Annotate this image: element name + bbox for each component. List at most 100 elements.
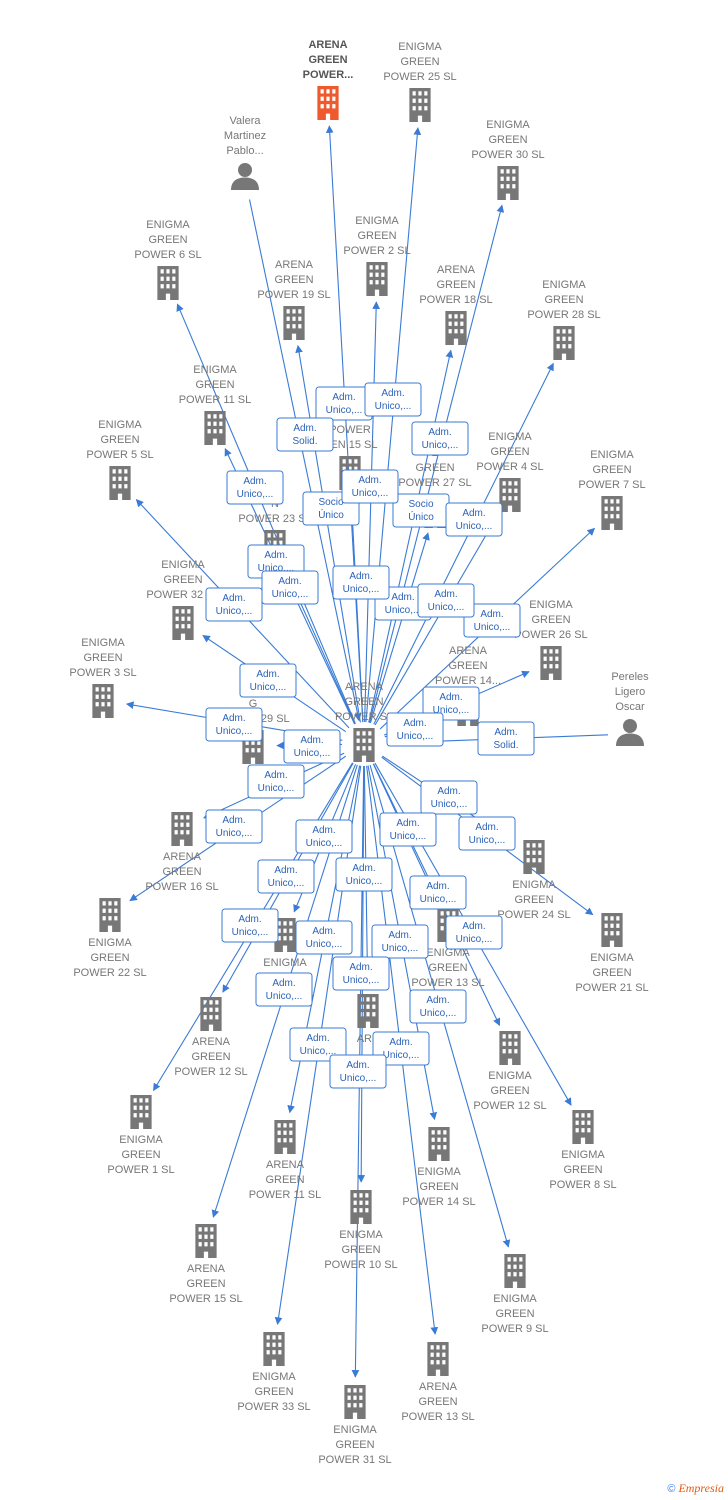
edge-label-arena-power-enigma24[interactable]: Adm.Unico,... [205,809,263,844]
node-valera[interactable]: ValeraMartinezPablo... [224,115,266,190]
node-label: GREEN [191,1051,230,1063]
edge-label-box [411,421,469,456]
node-arena-power-top[interactable]: ARENAGREENPOWER... [303,39,354,120]
edge-label-arena-power-enigma31[interactable]: Adm.Unico,... [329,1054,387,1089]
building-icon [499,1031,521,1065]
edge-label-text: Adm. [222,815,245,826]
edge-label-arena-power-enigma8[interactable]: Adm.Unico,... [295,920,353,955]
edge-label-arena-power-arena18[interactable]: Adm.Unico,... [445,502,503,537]
edge-label-arena-power-arena-mid[interactable]: Adm.Unico,... [221,908,279,943]
edge-label-box [247,764,305,799]
edge-label-arena-power-enigma6[interactable]: Adm.Unico,... [226,470,284,505]
node-label: POWER 12 SL [174,1066,247,1078]
edge-label-arena-power-enigma7[interactable]: Adm.Unico,... [239,663,297,698]
edge-label-arena-power-enigma26[interactable]: Adm.Unico,... [422,686,480,721]
edge-label-arena-power-enigma25[interactable]: Adm.Unico,... [364,382,422,417]
footer-brand[interactable]: ©Empresia [667,1481,724,1496]
edge-label-text: Adm. [256,669,279,680]
edge-label-arena-power-enigma9[interactable]: Adm.Unico,... [332,956,390,991]
edge-label-arena-power-enigma32[interactable]: Adm.Unico,... [205,707,263,742]
node-label: GREEN [83,652,122,664]
building-icon [317,86,339,120]
edge-label-arena-power-enigma28[interactable]: Adm.Unico,... [463,603,521,638]
edge-label-arena-power-enigma33[interactable]: Adm.Unico,... [289,1027,347,1062]
edge-label-text: Unico,... [456,934,493,945]
building-icon [99,898,121,932]
edge-label-arena-power-enigma3[interactable]: Adm.Unico,... [261,570,319,605]
edge-label-box [261,570,319,605]
edge-label-arena-power-enigma1[interactable]: Adm.Unico,... [295,819,353,854]
edge-label-arena-power-green15[interactable]: Adm.Unico,... [205,587,263,622]
edge-label-arena-power-enigma12[interactable]: Adm.Unico,... [379,812,437,847]
edge-label-valera-arena-power[interactable]: Adm.Solid. [276,417,334,452]
building-icon [553,326,575,360]
edge-label-arena-power-enigma14[interactable]: Adm.Unico,... [409,875,467,910]
node-label: GREEN [415,462,454,474]
edge-label-arena-power-arena-power-top[interactable]: Adm.Unico,... [315,386,373,421]
edge-label-arena-power-enigma27[interactable]: Adm.Unico,... [417,583,475,618]
edge-label-arena-power-enigma10[interactable]: Adm.Unico,... [335,857,393,892]
edge-label-pereles-arena-power[interactable]: Adm.Solid. [477,721,535,756]
edge-label-text: Unico,... [422,440,459,451]
edge-label-box [417,583,475,618]
edge-label-text: Unico,... [433,705,470,716]
edge-label-arena-power-power23[interactable]: Adm.Unico,... [332,565,390,600]
edge-label-arena-power-arena11[interactable]: Adm.Unico,... [255,972,313,1007]
building-icon [357,994,379,1028]
edge-label-arena-power-enigma21[interactable]: Adm.Unico,... [420,780,478,815]
edge-label-arena-power-enigma11[interactable]: Adm.Unico,... [341,469,399,504]
edge-label-arena-power-enigma22[interactable]: Adm.Unico,... [458,816,516,851]
edge-label-arena-power-power29[interactable]: Adm.Unico,... [283,729,341,764]
edge-label-arena-power-enigma13[interactable]: Adm.Unico,... [257,859,315,894]
edge-label-arena-power-enigma-mid[interactable]: Adm.Unico,... [445,915,503,950]
edge-label-arena-power-arena15[interactable]: Adm.Unico,... [409,989,467,1024]
edge-label-arena-power-arena16[interactable]: Adm.Unico,... [247,764,305,799]
edge-label-text: Unico,... [306,838,343,849]
edge-label-arena-power-arena13[interactable]: Adm.Unico,... [372,1031,430,1066]
edge-label-arena-power-arena14[interactable]: Adm.Unico,... [386,712,444,747]
edge-label-text: Adm. [426,881,449,892]
edge-label-arena-power-enigma4[interactable]: Adm.Unico,... [247,544,305,579]
edge-label-text: Unico,... [326,405,363,416]
edge-label-arena-power-arena12[interactable]: Adm.Unico,... [371,924,429,959]
node-label: POWER 4 SL [476,461,543,473]
building-icon [601,496,623,530]
edge-label-arena-power-enigma30[interactable]: Adm.Unico,... [411,421,469,456]
